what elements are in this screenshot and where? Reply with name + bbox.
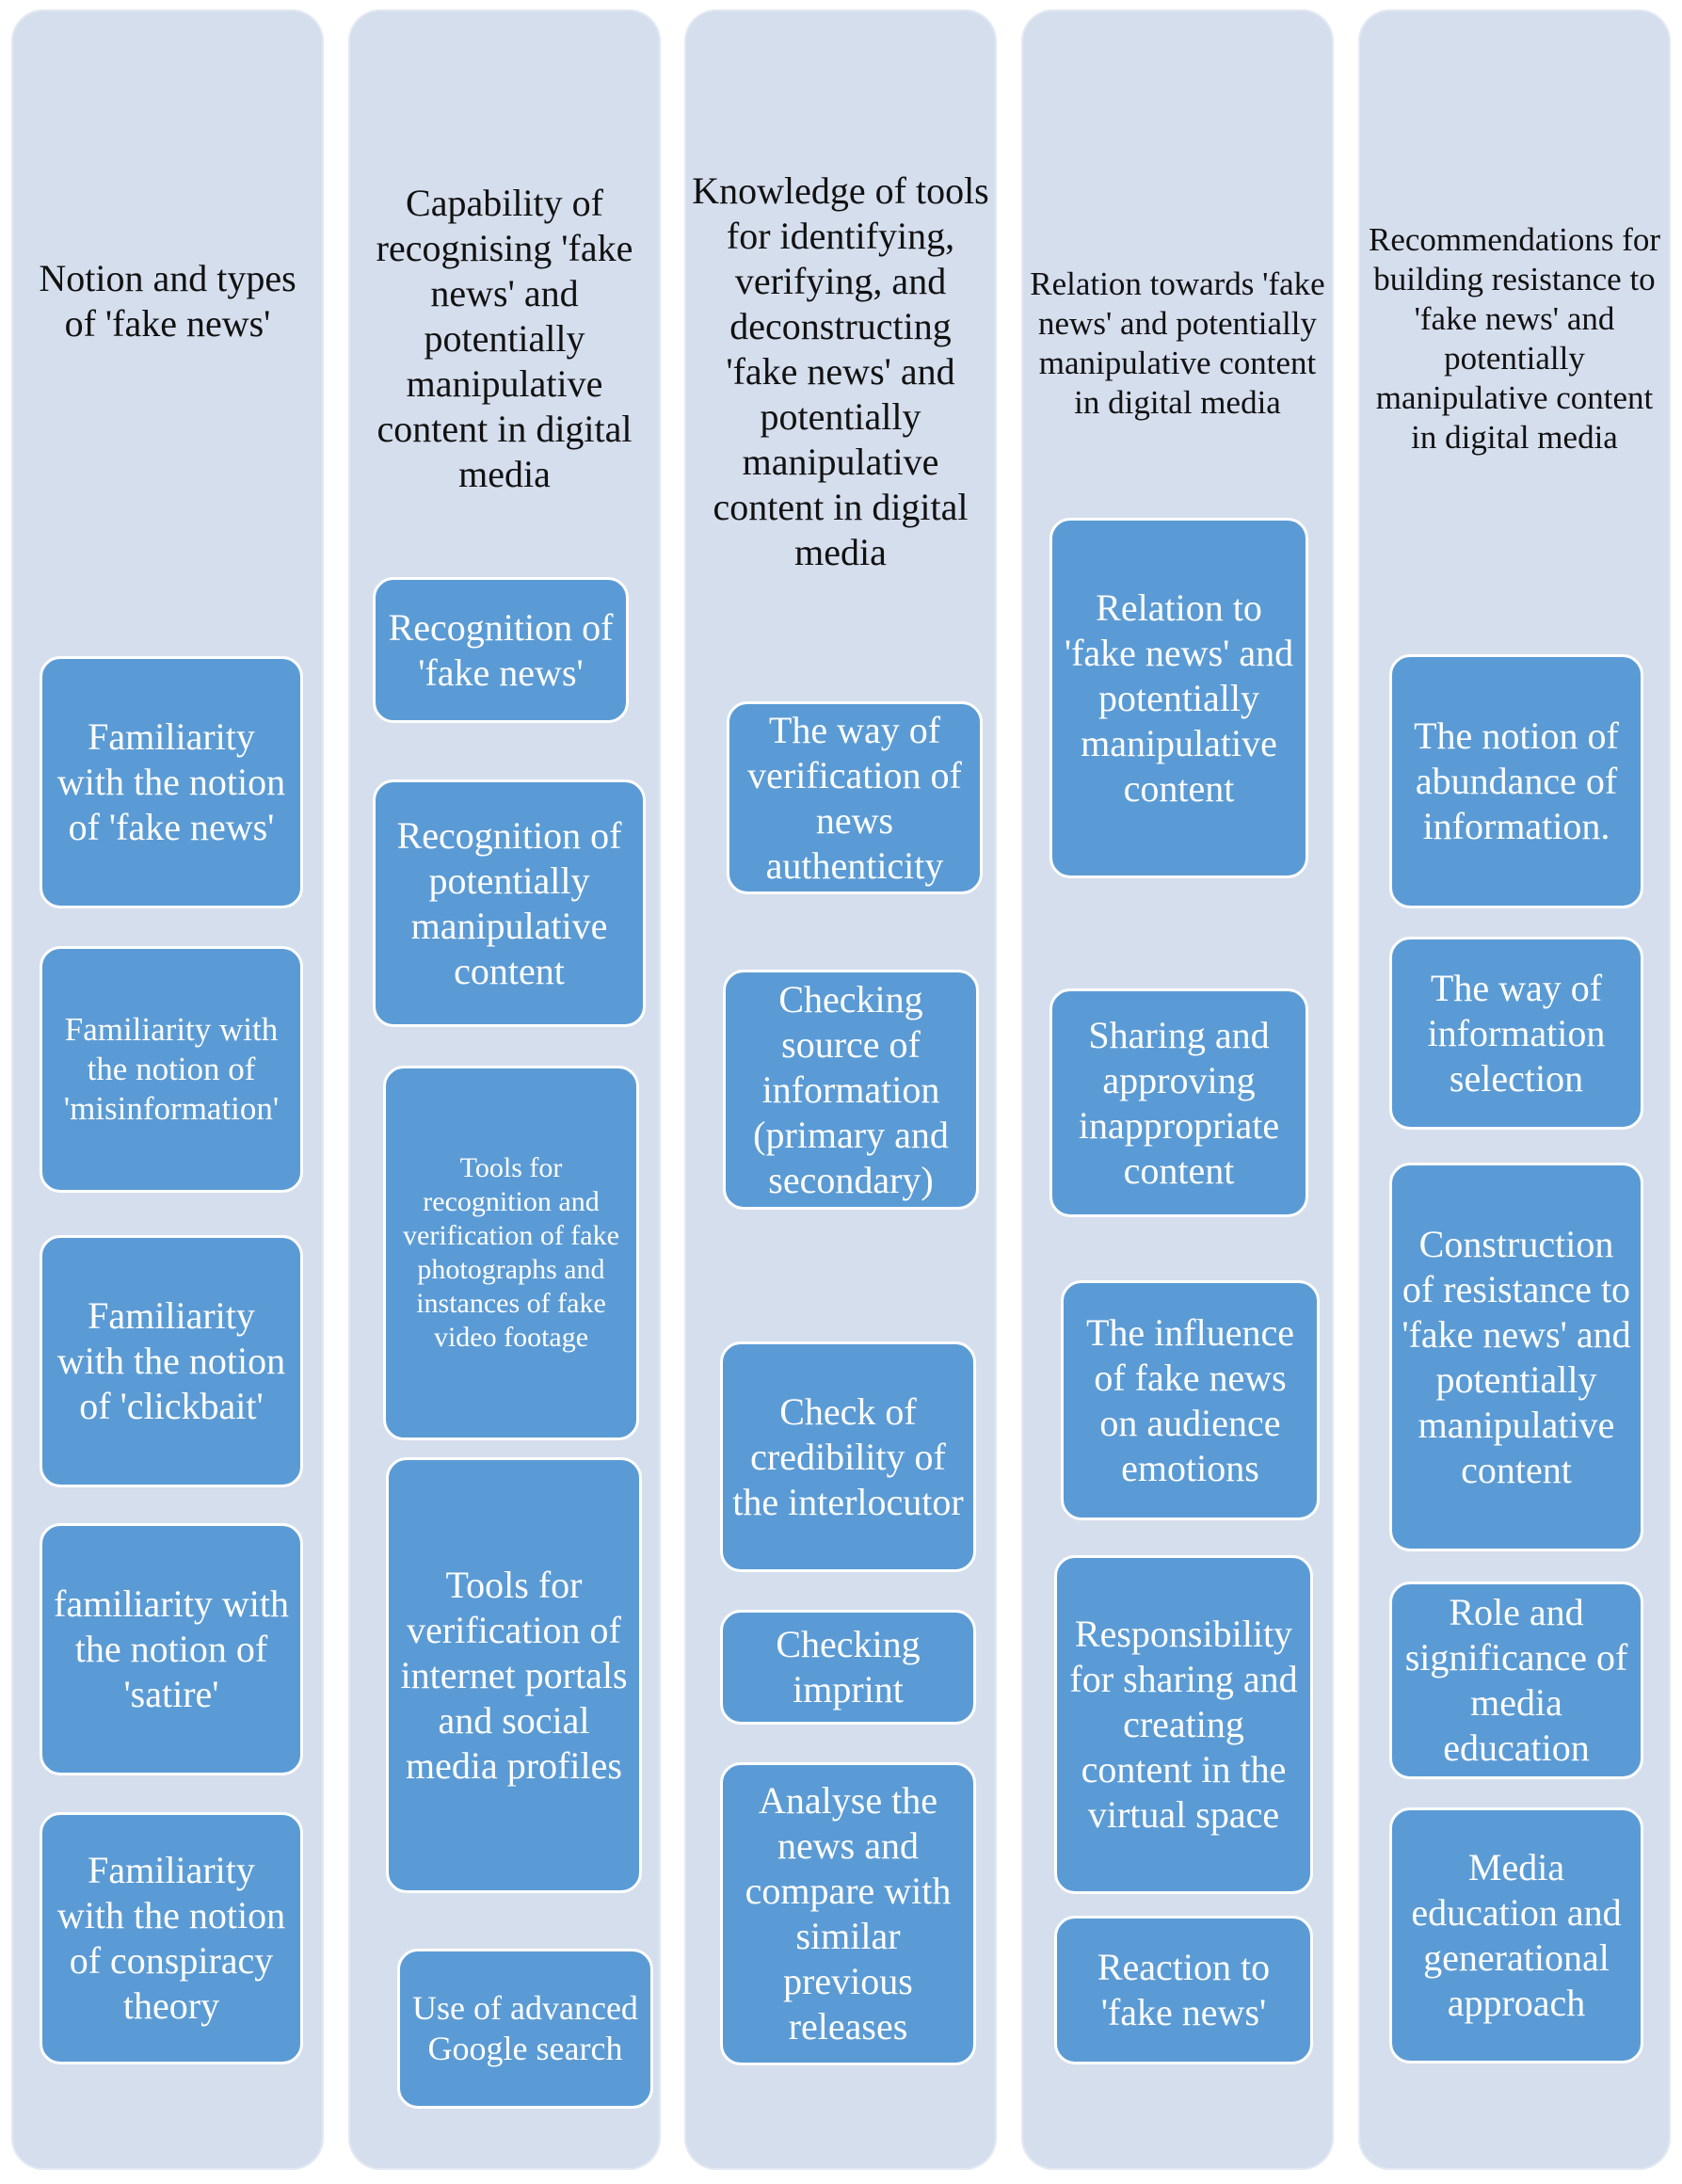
column-title: Recommendations for building resistance … (1368, 221, 1661, 456)
column-title: Relation towards 'fake news' and potenti… (1030, 265, 1325, 421)
column-2: Capability of recognising 'fake news' an… (348, 9, 661, 2170)
item-box: Familiarity with the notion of 'misinfor… (40, 946, 303, 1193)
item-box: The influence of fake news on audience e… (1061, 1280, 1320, 1520)
column-4: Relation towards 'fake news' and potenti… (1021, 9, 1334, 2170)
item-box: Checking imprint (720, 1610, 976, 1725)
column-title: Knowledge of tools for identifying, veri… (692, 169, 989, 573)
column-1: Notion and types of 'fake news' Familiari… (11, 9, 324, 2170)
item-box: Recognition of potentially manipulative … (373, 779, 646, 1027)
item-box: The notion of abundance of information. (1389, 654, 1643, 908)
item-box: Familiarity with the notion of 'clickbai… (40, 1235, 303, 1487)
item-box: Relation to 'fake news' and potentially … (1049, 518, 1308, 878)
item-box: familiarity with the notion of 'satire' (40, 1523, 303, 1775)
item-box: Responsibility for sharing and creating … (1054, 1555, 1313, 1894)
item-box: The way of verification of news authenti… (727, 701, 983, 894)
item-box: Tools for verification of internet porta… (386, 1457, 642, 1893)
item-box: Familiarity with the notion of conspirac… (40, 1812, 303, 2064)
item-box: The way of information selection (1389, 937, 1643, 1130)
item-box: Checking source of information (primary … (723, 970, 979, 1210)
item-box: Familiarity with the notion of 'fake new… (40, 656, 303, 908)
column-3: Knowledge of tools for identifying, veri… (684, 9, 997, 2170)
item-box: Check of credibility of the interlocutor (720, 1341, 976, 1572)
column-title: Notion and types of 'fake news' (39, 257, 296, 345)
column-title: Capability of recognising 'fake news' an… (376, 182, 633, 495)
item-box: Use of advanced Google search (397, 1949, 653, 2109)
item-box: Role and significance of media education (1389, 1582, 1643, 1779)
item-box: Reaction to 'fake news' (1054, 1916, 1313, 2064)
item-box: Recognition of 'fake news' (373, 577, 629, 723)
column-5: Recommendations for building resistance … (1358, 9, 1671, 2170)
item-box: Tools for recognition and verification o… (383, 1066, 639, 1440)
item-box: Sharing and approving inappropriate cont… (1049, 988, 1308, 1217)
item-box: Analyse the news and compare with simila… (720, 1762, 976, 2065)
item-box: Media education and generational approac… (1389, 1807, 1643, 2064)
item-box: Construction of resistance to 'fake news… (1389, 1163, 1643, 1551)
